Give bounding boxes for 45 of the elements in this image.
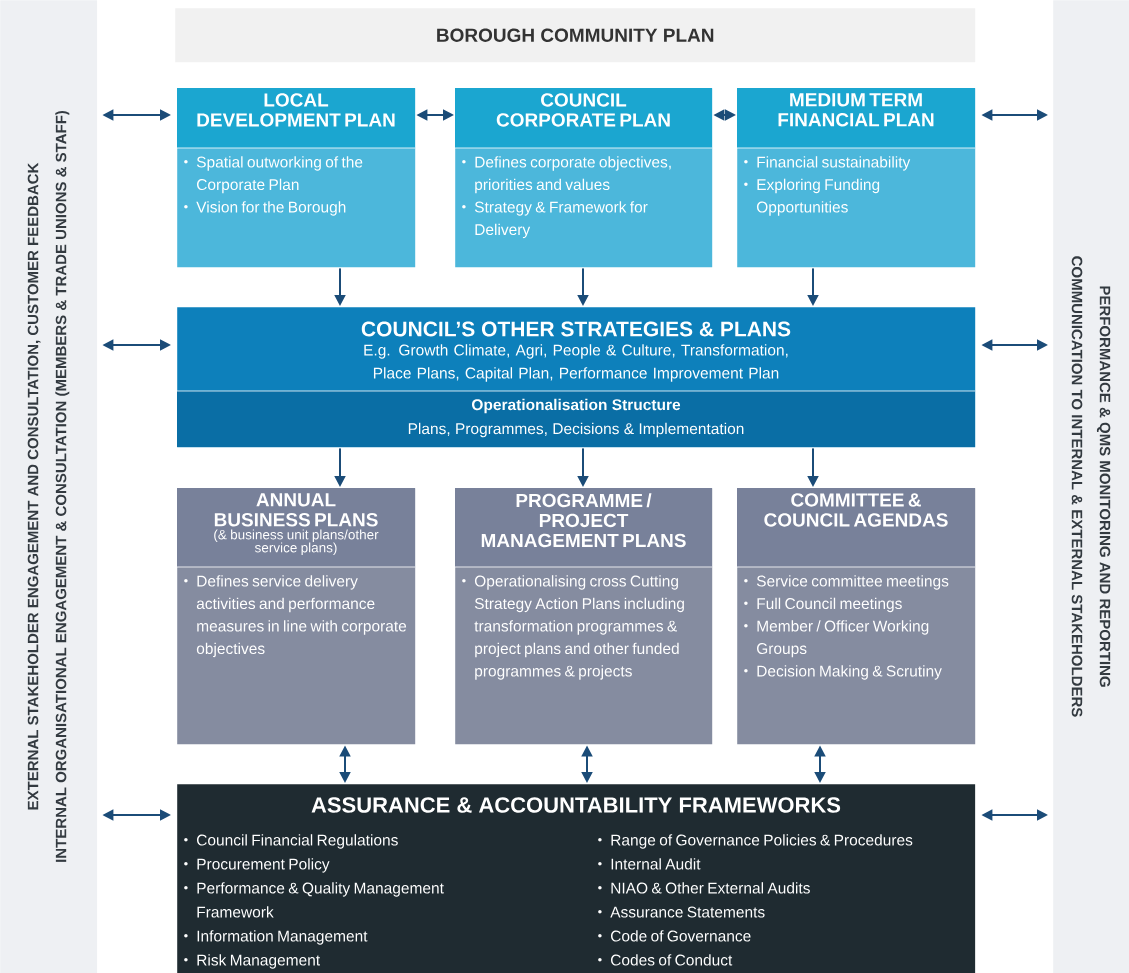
plan-box [736, 488, 976, 745]
node-label: Assurance Statements [610, 906, 765, 918]
box-heading: COMMITTEE & COUNCIL AGENDAS [764, 493, 948, 527]
band-label: PERFORMANCE & QMS MONITORING AND REPORTING COMMUNICATION TO INTERNAL & EXTERNAL STAKEHOLDERS [1071, 256, 1111, 717]
box-heading: ASSURANCE & ACCOUNTABILITY FRAMEWORKS [311, 797, 841, 813]
node-label: Council Financial Regulations [196, 834, 398, 849]
node-label: Procurement Policy [197, 858, 330, 873]
bullet-list: Range of Governance Policies & Procedures Internal Audit NIAO & Other External Audits Assurance Statements Code of Governance Codes of Conduct [598, 834, 913, 966]
plan-box [454, 88, 713, 268]
band-label: EXTERNAL STAKEHOLDER ENGAGEMENT AND CONSULTATION, CUSTOMER FEEDBACK INTERNAL ORGANISATIONAL ENGAGEMENT & CONSULTATION (MEMBERS & TRADE UNIONS & STAFF) [27, 110, 70, 862]
box-heading: COUNCIL CORPORATE PLAN [496, 93, 670, 127]
bullet-list: Service committee meetings Full Council meetings Member / Officer Working Groups Decision Making & Scrutiny [744, 575, 949, 680]
bullet-list: Defines service delivery activities and performance measures in line with corporate objectives [184, 575, 407, 658]
bullet-list: Spatial outworking of the Corporate Plan Vision for the Borough [184, 156, 363, 216]
plan-box [454, 488, 713, 745]
framework-box [177, 784, 976, 973]
bullet-list: Defines corporate objectives, priorities and values Strategy & Framework for Delivery [462, 156, 671, 239]
node-label: Internal Audit [611, 858, 701, 870]
plan-box [736, 88, 976, 268]
strategy-box [176, 307, 976, 448]
box-heading: ANNUAL BUSINESS PLANS (& business unit plans/other service plans) [214, 493, 379, 556]
title-band: BOROUGH COMMUNITY PLAN [175, 8, 976, 63]
plan-box [176, 488, 416, 745]
bullet-list: Operationalising cross Cutting Strategy Action Plans including transformation programmes & project plans and other funded programmes & projects [462, 575, 684, 680]
box-heading: MEDIUM TERM FINANCIAL PLAN [778, 93, 934, 127]
node-label: Information Management [197, 930, 368, 945]
node-label: Range of Governance Policies & Procedures [611, 834, 913, 849]
node-label: Member / Officer Working Groups [756, 620, 929, 658]
box-text: E.g. Growth Climate, Agri, People & Culture, Transformation, Place Plans, Capital Plan, Performance Improvement Plan [364, 344, 788, 382]
node-label: Codes of Conduct [610, 954, 733, 966]
box-subheading: Operationalisation Structure [472, 398, 681, 414]
node-label: Full Council meetings [757, 597, 902, 613]
bullet-list: Council Financial Regulations Procurement Policy Performance & Quality Management Framework Information Management Risk Management [184, 834, 444, 969]
node-label: Performance & Quality Management Framework [197, 882, 444, 918]
node-label: Code of Governance [610, 930, 751, 942]
box-text: Plans, Programmes, Decisions & Implementation [408, 422, 744, 438]
box-heading: LOCAL DEVELOPMENT PLAN [197, 93, 395, 127]
node-label: NIAO & Other External Audits [611, 882, 810, 894]
node-label: Risk Management [197, 954, 321, 969]
node-label: Service committee meetings [756, 575, 949, 590]
bullet-list: Financial sustainability Exploring Funding Opportunities [744, 156, 911, 216]
node-label: Decision Making & Scrutiny [757, 665, 942, 680]
box-heading: COUNCIL’S OTHER STRATEGIES & PLANS [361, 321, 791, 337]
plan-box [176, 88, 416, 268]
box-heading: PROGRAMME / PROJECT MANAGEMENT PLANS [481, 493, 686, 548]
